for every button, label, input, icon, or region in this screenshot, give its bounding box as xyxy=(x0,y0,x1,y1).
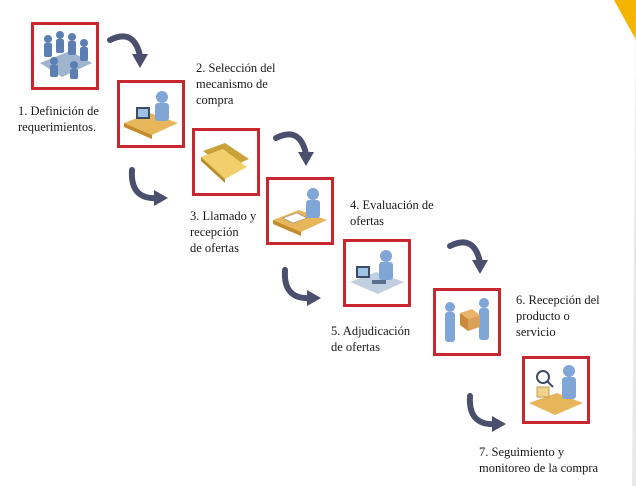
curved-arrow-4-to-5 xyxy=(281,267,321,306)
curved-arrow-2-to-3 xyxy=(128,167,168,206)
step-3-box xyxy=(192,128,260,196)
step-6-label: 6. Recepción del producto o servicio xyxy=(516,293,600,339)
step-5-box xyxy=(343,239,411,307)
step-5-label: 5. Adjudicación de ofertas xyxy=(331,324,411,354)
step-6-box xyxy=(433,288,501,356)
step-4-label: 4. Evaluación de ofertas xyxy=(350,198,434,228)
computer-worker-icon xyxy=(350,250,404,294)
step-3-label: 3. Llamado y recepción de ofertas xyxy=(190,209,257,255)
curved-arrow-5-to-6 xyxy=(447,239,488,274)
step-2-box xyxy=(117,80,185,148)
document-review-icon xyxy=(273,188,327,236)
desk-worker-icon xyxy=(124,91,178,139)
corner-accent xyxy=(614,0,636,486)
step-7-label: 7. Seguimiento y monitoreo de la compra xyxy=(479,445,599,475)
step-4-box xyxy=(266,177,334,245)
inspection-icon xyxy=(529,365,583,415)
step-1-box xyxy=(31,22,99,90)
curved-arrow-1-to-2 xyxy=(107,33,148,68)
curved-arrow-3-to-4 xyxy=(273,131,314,166)
step-7-box xyxy=(522,356,590,424)
folder-icon xyxy=(201,143,249,183)
step-1-label: 1. Definición de requerimientos. xyxy=(18,104,99,134)
step-2-label: 2. Selección del mecanismo de compra xyxy=(196,61,276,107)
curved-arrow-6-to-7 xyxy=(466,393,506,432)
meeting-icon xyxy=(40,31,92,79)
package-delivery-icon xyxy=(445,298,489,342)
